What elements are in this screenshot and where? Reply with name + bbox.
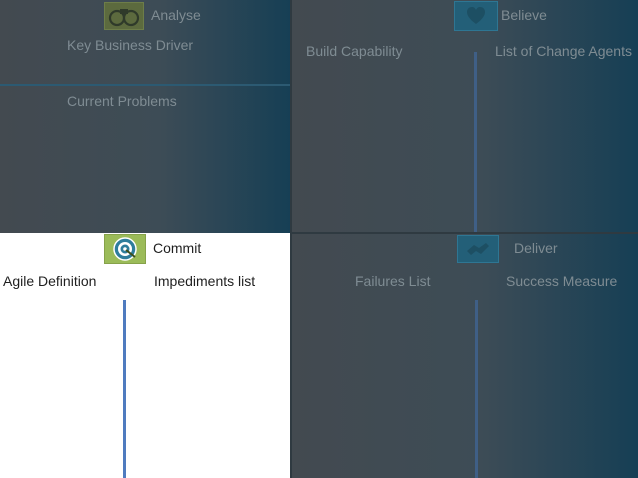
commit-icon-box xyxy=(104,234,146,264)
key-business-driver-label: Key Business Driver xyxy=(67,37,194,53)
deliver-icon-box xyxy=(457,235,499,263)
believe-column-divider xyxy=(474,52,477,233)
impediments-list-label: Impediments list xyxy=(154,273,256,289)
deliver-quadrant: Deliver Failures List Success Measure xyxy=(290,233,638,478)
failures-list-label: Failures List xyxy=(355,273,431,289)
current-problems-label: Current Problems xyxy=(67,93,177,109)
commit-column-divider xyxy=(123,300,126,478)
analyse-divider xyxy=(0,84,291,86)
believe-title: Believe xyxy=(501,7,547,23)
handshake-icon xyxy=(467,243,489,255)
quadrant-divider-vertical xyxy=(290,0,292,478)
believe-quadrant: Believe Build Capability List of Change … xyxy=(291,0,638,233)
believe-icon-box xyxy=(454,1,498,31)
commit-title: Commit xyxy=(153,240,202,256)
success-measure-label: Success Measure xyxy=(506,273,618,289)
commit-quadrant: Commit Agile Definition Impediments list xyxy=(0,233,290,478)
deliver-title: Deliver xyxy=(514,240,558,256)
quadrant-divider-horizontal xyxy=(290,232,638,234)
analyse-title: Analyse xyxy=(151,7,201,23)
binoculars-icon xyxy=(108,9,140,27)
target-icon xyxy=(113,237,137,261)
change-agents-label: List of Change Agents xyxy=(495,43,632,59)
agile-definition-label: Agile Definition xyxy=(3,273,97,289)
heart-icon xyxy=(467,7,485,24)
build-capability-label: Build Capability xyxy=(306,43,403,59)
analyse-icon-box xyxy=(104,2,144,30)
deliver-column-divider xyxy=(475,300,478,478)
analyse-quadrant: Analyse Key Business Driver Current Prob… xyxy=(0,0,291,233)
